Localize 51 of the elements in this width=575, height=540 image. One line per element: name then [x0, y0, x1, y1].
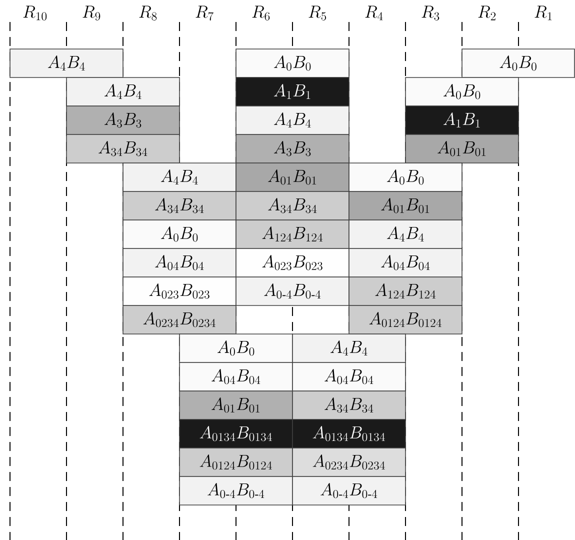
column-label: $R_{2}$: [478, 6, 496, 20]
cell-box: $A_{023}B_{023}$: [236, 248, 350, 278]
cell-box: $A_{124}B_{124}$: [348, 276, 462, 306]
cell-box: $A_{0124}B_{0124}$: [348, 305, 462, 334]
cell-box: $A_{0\text{-}4}B_{0\text{-}4}$: [292, 476, 406, 506]
cell-box: $A_{4}B_{4}$: [66, 77, 180, 106]
cell-box: $A_{04}B_{04}$: [348, 248, 462, 278]
cell-box: $A_{04}B_{04}$: [122, 248, 236, 278]
column-label: $R_{7}$: [196, 6, 214, 20]
cell-box: $A_{3}B_{3}$: [66, 106, 180, 135]
cell-box: $A_{1}B_{1}$: [405, 106, 519, 135]
cell-box: $A_{0}B_{0}$: [462, 48, 575, 78]
column-label: $R_{4}$: [365, 6, 383, 20]
cell-box: $A_{4}B_{4}$: [348, 220, 462, 249]
cell-box: $A_{0124}B_{0124}$: [179, 448, 293, 477]
cell-box: $A_{0}B_{0}$: [236, 48, 350, 78]
cell-box: $A_{4}B_{4}$: [122, 162, 236, 192]
cell-box: $A_{3}B_{3}$: [236, 134, 350, 164]
cell-box: $A_{4}B_{4}$: [10, 48, 124, 78]
column-label: $R_{3}$: [422, 6, 440, 20]
cell-box: $A_{1}B_{1}$: [236, 77, 350, 106]
cell-box: $A_{4}B_{4}$: [236, 106, 350, 135]
cell-box: $A_{34}B_{34}$: [292, 390, 406, 420]
cell-box: $A_{0}B_{0}$: [405, 77, 519, 106]
cell-box: $A_{01}B_{01}$: [405, 134, 519, 164]
cell-box: $A_{0134}B_{0134}$: [179, 419, 293, 448]
cell-box: $A_{01}B_{01}$: [236, 162, 350, 192]
cell-box: $A_{0134}B_{0134}$: [292, 419, 406, 448]
column-label: $R_{9}$: [82, 6, 100, 20]
cell-box: $A_{0234}B_{0234}$: [292, 448, 406, 477]
cell-box: $A_{0}B_{0}$: [179, 334, 293, 363]
column-label: $R_{5}$: [308, 6, 326, 20]
cell-box: $A_{0\text{-}4}B_{0\text{-}4}$: [236, 276, 350, 306]
column-label: $R_{8}$: [139, 6, 157, 20]
cell-box: $A_{01}B_{01}$: [348, 191, 462, 220]
cell-box: $A_{34}B_{34}$: [236, 191, 350, 220]
cell-box: $A_{34}B_{34}$: [122, 191, 236, 220]
column-label: $R_{6}$: [252, 6, 270, 20]
cell-box: $A_{0}B_{0}$: [122, 220, 236, 249]
column-label: $R_{10}$: [23, 6, 47, 20]
cell-box: $A_{023}B_{023}$: [122, 276, 236, 306]
cell-box: $A_{01}B_{01}$: [179, 390, 293, 420]
cell-box: $A_{0234}B_{0234}$: [122, 305, 236, 334]
cell-box: $A_{0\text{-}4}B_{0\text{-}4}$: [179, 476, 293, 506]
cell-box: $A_{0}B_{0}$: [348, 162, 462, 192]
cell-box: $A_{34}B_{34}$: [66, 134, 180, 164]
cell-box: $A_{4}B_{4}$: [292, 334, 406, 363]
column-label: $R_{1}$: [534, 6, 552, 20]
cell-box: $A_{04}B_{04}$: [179, 362, 293, 392]
cell-box: $A_{04}B_{04}$: [292, 362, 406, 392]
cell-box: $A_{124}B_{124}$: [236, 220, 350, 249]
